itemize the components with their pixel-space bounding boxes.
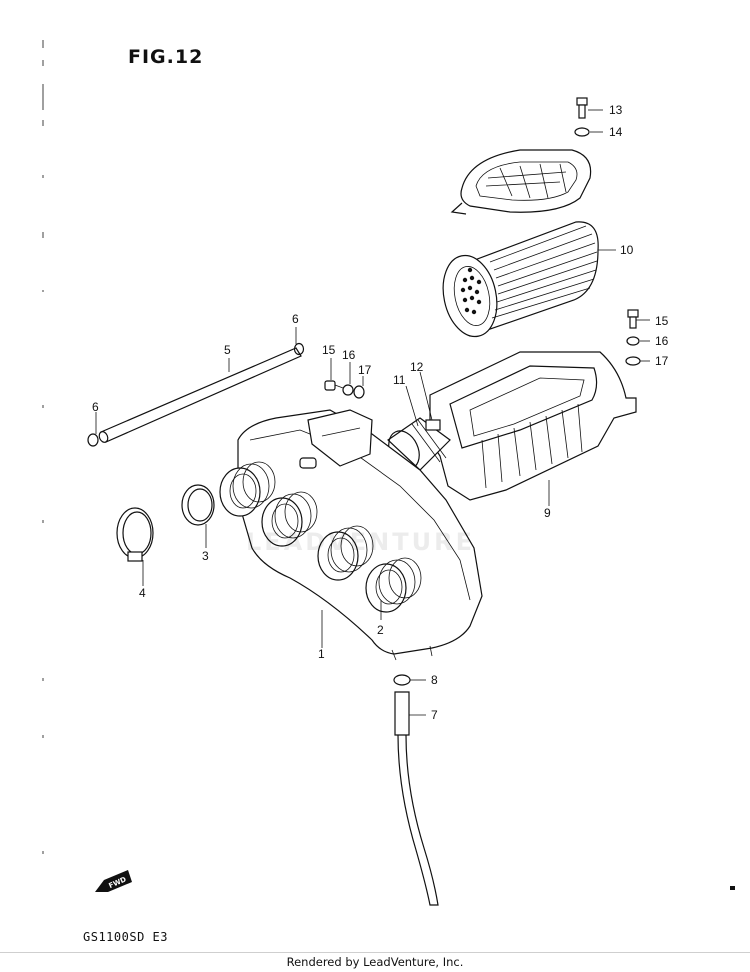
callout-7: 7 — [431, 708, 438, 722]
margin-mark-right — [730, 886, 735, 890]
clip-part6 — [87, 342, 305, 447]
air-box-part1 — [237, 409, 483, 661]
clip-part8 — [393, 674, 411, 686]
air-filter-element-part10 — [442, 221, 599, 338]
watermark: LEADVENTURE — [246, 528, 475, 556]
band-part3 — [181, 484, 215, 526]
callout-6-left: 6 — [92, 400, 99, 414]
nut-part17 — [353, 356, 641, 399]
hose-clamp-part4 — [116, 507, 154, 562]
callout-1: 1 — [318, 647, 325, 661]
figure-title: FIG.12 — [128, 46, 204, 68]
drain-hose-part7 — [394, 691, 439, 906]
model-code: GS1100SD E3 — [83, 930, 168, 944]
callout-13: 13 — [609, 103, 623, 117]
forward-arrow-icon: FWD — [95, 870, 132, 892]
callout-16-left: 16 — [342, 348, 356, 362]
callout-15-right: 15 — [655, 314, 669, 328]
callout-3: 3 — [202, 549, 209, 563]
callout-12: 12 — [410, 360, 424, 374]
callout-4: 4 — [139, 586, 146, 600]
callout-11: 11 — [393, 373, 406, 387]
air-cleaner-case-part9 — [429, 351, 637, 501]
callout-15-left: 15 — [322, 343, 336, 357]
footer-credit: Rendered by LeadVenture, Inc. — [0, 952, 750, 972]
intake-boot-part2 — [219, 461, 422, 613]
callout-8: 8 — [431, 673, 438, 687]
breather-hose-part5 — [98, 347, 302, 443]
air-cleaner-cover — [450, 149, 592, 215]
callout-6-top: 6 — [292, 312, 299, 326]
washer-part14 — [574, 127, 590, 137]
clamp-part12 — [425, 419, 441, 431]
washer-part16 — [342, 336, 640, 396]
bolt-part13 — [576, 97, 588, 119]
callout-16-right: 16 — [655, 334, 669, 348]
bolt-part15 — [324, 309, 639, 391]
leader-lines — [95, 109, 650, 716]
callout-2: 2 — [377, 623, 384, 637]
callout-17-right: 17 — [655, 354, 669, 368]
callout-5: 5 — [224, 343, 231, 357]
callout-17-left: 17 — [358, 363, 372, 377]
callout-10: 10 — [620, 243, 634, 257]
callout-9: 9 — [544, 506, 551, 520]
callout-14: 14 — [609, 125, 623, 139]
